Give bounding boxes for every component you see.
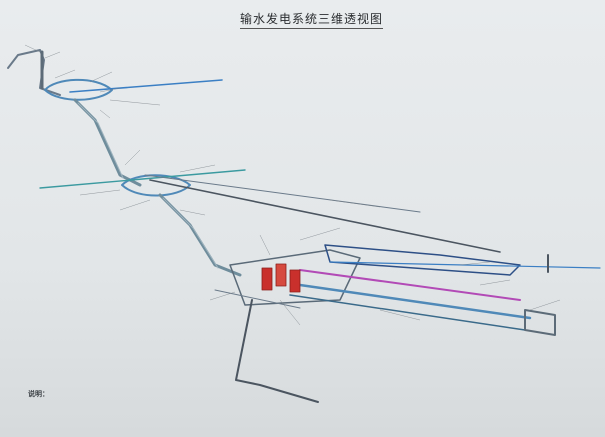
upper-surge-chamber — [44, 78, 113, 101]
upper-access-tunnel — [69, 79, 223, 93]
drainage-gallery — [214, 289, 301, 309]
generator-unit-3 — [289, 269, 301, 293]
powerhouse-cavern — [229, 249, 361, 306]
notes-heading: 说明： — [28, 390, 49, 398]
headrace-inclined-shaft — [73, 98, 142, 187]
long-access-tunnel — [149, 179, 501, 253]
generator-unit-1 — [261, 267, 273, 291]
tailrace-tunnel-2 — [289, 294, 526, 331]
middle-surge-chamber — [121, 174, 191, 197]
middle-access-tunnel — [39, 169, 246, 189]
upper-intake-tunnel — [7, 49, 61, 96]
main-transformer-cavern — [324, 244, 521, 276]
notes-block: 说明： — [28, 390, 228, 398]
lower-adit — [235, 299, 319, 403]
tailrace-tunnel-1 — [298, 283, 532, 320]
right-access-tunnel — [329, 261, 601, 269]
tailrace-outlet — [524, 309, 556, 336]
lower-inclined-inner — [162, 197, 219, 269]
inclined-shaft-inner — [77, 102, 124, 179]
upper-branch-tunnel — [144, 174, 421, 213]
generator-unit-2 — [275, 263, 287, 287]
busbar-tunnel — [299, 269, 521, 301]
diagram-title: 输水发电系统三维透视图 — [240, 10, 384, 29]
